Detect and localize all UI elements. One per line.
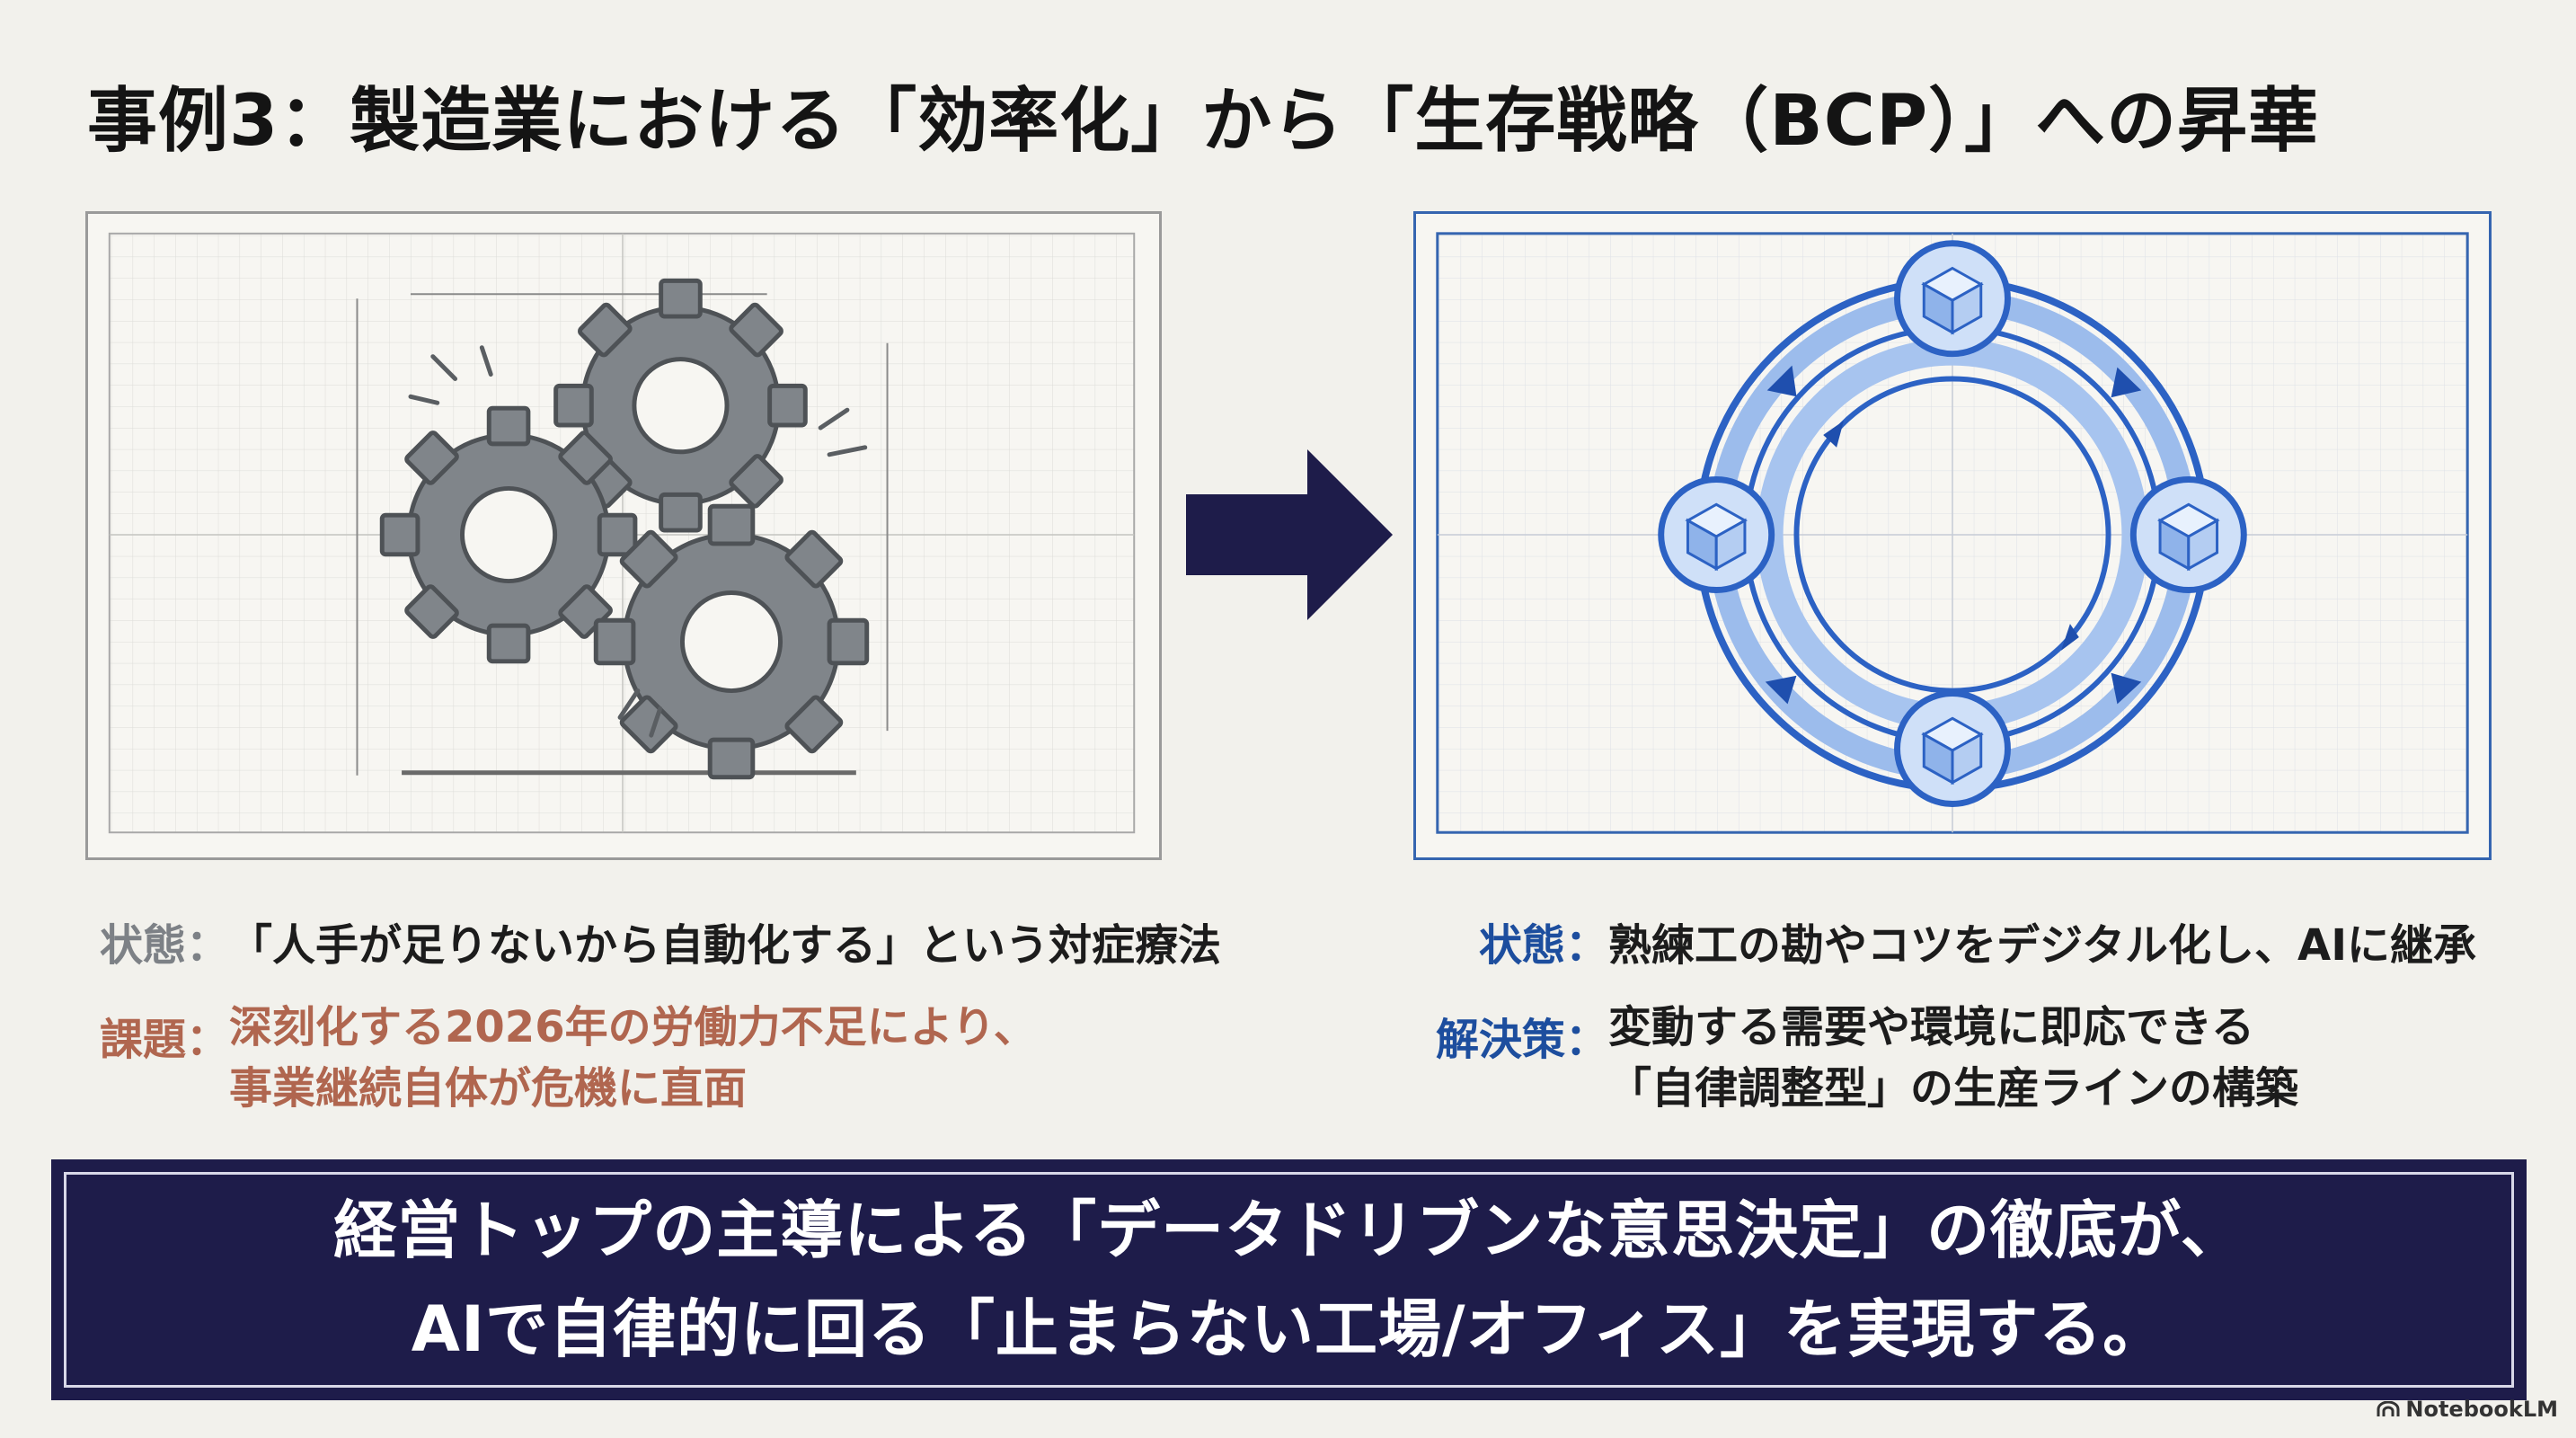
left-issue-row: 課題： 深刻化する2026年の労働力不足により、 事業継続自体が危機に直面 <box>94 1002 1037 1119</box>
conclusion-banner-frame: 経営トップの主導による「データドリブンな意思決定」の徹底が、 AIで自律的に回る… <box>64 1172 2514 1388</box>
right-solution-line-1: 変動する需要や環境に即応できる <box>1608 1002 2255 1052</box>
banner-line-1: 経営トップの主導による「データドリブンな意思決定」の徹底が、 <box>333 1194 2244 1267</box>
cycle-network-icon <box>1417 214 2488 857</box>
page-title: 事例3：製造業における「効率化」から「生存戦略（BCP）」への昇華 <box>87 81 2320 162</box>
left-state-row: 状態： 「人手が足りないから自動化する」という対症療法 <box>94 910 1221 972</box>
left-issue-line-2: 事業継続自体が危機に直面 <box>229 1063 748 1114</box>
right-solution-line-2: 「自律調整型」の生産ラインの構築 <box>1608 1063 2299 1114</box>
right-illustration-panel <box>1413 211 2492 860</box>
brand-watermark: NotebookLM <box>2377 1397 2558 1422</box>
brand-name: NotebookLM <box>2405 1397 2558 1422</box>
left-illustration-panel <box>85 211 1162 860</box>
banner-line-2: AIで自律的に回る「止まらない工場/オフィス」を実現する。 <box>411 1292 2167 1366</box>
gears-icon <box>89 214 1158 857</box>
right-state-row: 状態： 熟練工の勘やコツをデジタル化し、AIに継承 <box>1429 910 2476 972</box>
right-state-label: 状態： <box>1478 920 1608 971</box>
notebooklm-logo-icon <box>2377 1401 2400 1416</box>
right-arrow-icon <box>1186 449 1393 620</box>
conclusion-banner: 経営トップの主導による「データドリブンな意思決定」の徹底が、 AIで自律的に回る… <box>51 1159 2527 1400</box>
left-issue-label: 課題： <box>99 1015 229 1065</box>
left-state-text: 「人手が足りないから自動化する」という対症療法 <box>229 920 1222 971</box>
right-solution-row: 解決策： 変動する需要や環境に即応できる 「自律調整型」の生産ラインの構築 <box>1429 1002 2299 1119</box>
right-solution-label: 解決策： <box>1435 1015 1608 1065</box>
right-state-text: 熟練工の勘やコツをデジタル化し、AIに継承 <box>1608 920 2477 971</box>
left-issue-line-1: 深刻化する2026年の労働力不足により、 <box>229 1002 1037 1052</box>
left-state-label: 状態： <box>99 920 229 971</box>
